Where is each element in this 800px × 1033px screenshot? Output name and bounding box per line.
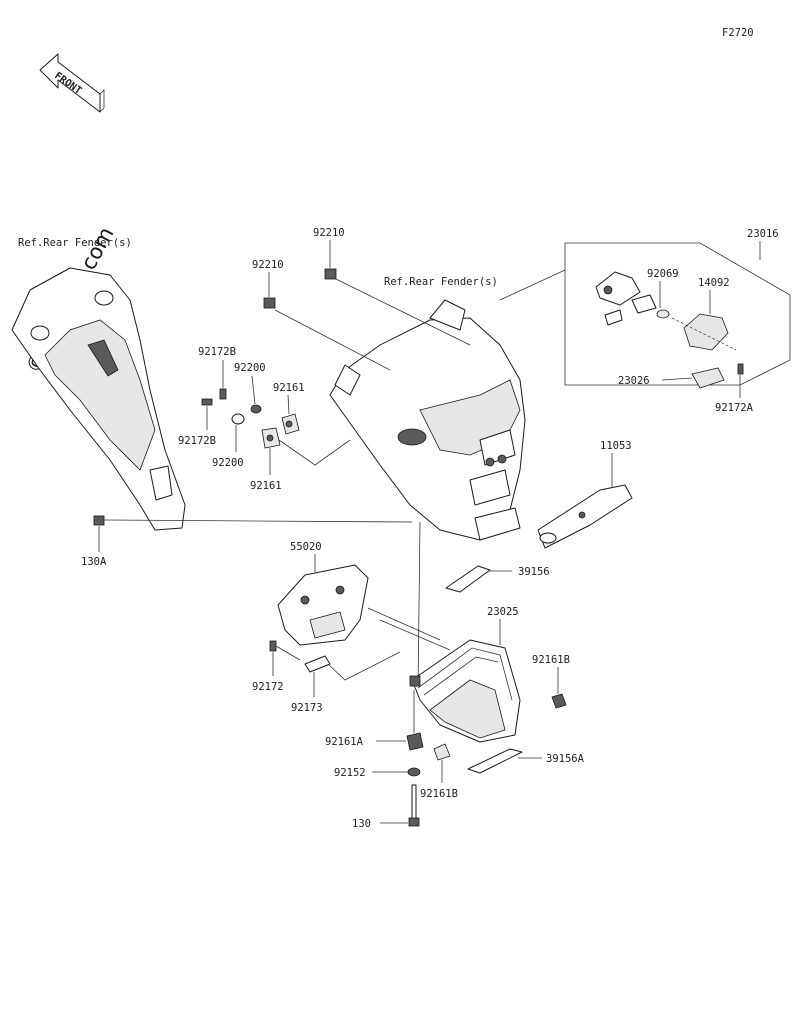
label-23016: 23016 xyxy=(747,228,779,240)
grommet-92161-lower xyxy=(261,427,351,466)
label-92172: 92172 xyxy=(252,681,284,693)
screw-92172 xyxy=(269,640,301,661)
label-92172b-upper: 92172B xyxy=(198,346,236,358)
bolt-130a xyxy=(93,515,413,552)
label-130: 130 xyxy=(352,818,371,830)
figure-code: F2720 xyxy=(722,27,754,39)
front-arrow-icon: FRONT xyxy=(39,53,105,113)
label-92210-lower: 92210 xyxy=(252,259,284,271)
label-92069: 92069 xyxy=(647,268,679,280)
label-92161b-right: 92161B xyxy=(532,654,570,666)
grommet-92161a xyxy=(406,732,424,751)
label-39156a: 39156A xyxy=(546,753,585,765)
label-11053: 11053 xyxy=(600,440,632,452)
label-92161-lower: 92161 xyxy=(250,480,282,492)
bulb-92069 xyxy=(631,294,670,319)
label-92152: 92152 xyxy=(334,767,366,779)
label-92200-lower: 92200 xyxy=(212,457,244,469)
pad-39156a xyxy=(467,748,542,774)
clip-92210-upper xyxy=(324,268,471,346)
grommet-92161-upper xyxy=(281,413,300,435)
washer-92200-upper xyxy=(250,404,262,414)
label-55020: 55020 xyxy=(290,541,322,553)
bracket-55020 xyxy=(277,564,369,646)
label-92172a: 92172A xyxy=(715,402,754,414)
ref-rear-fender-left: Ref.Rear Fender(s) xyxy=(18,237,132,249)
pad-39156 xyxy=(445,565,512,593)
washer-92200-lower xyxy=(231,413,245,425)
label-23026: 23026 xyxy=(618,375,650,387)
collar-92152 xyxy=(407,767,421,777)
license-bracket-11053 xyxy=(537,484,633,549)
label-92161-upper: 92161 xyxy=(273,382,305,394)
grommet-92161b-lower xyxy=(433,743,451,761)
gasket-23026 xyxy=(691,367,725,389)
bolt-130 xyxy=(408,784,420,827)
turn-signal-assembly-box xyxy=(564,242,791,386)
grommet-92161b-right xyxy=(551,693,567,709)
ref-rear-fender-center: Ref.Rear Fender(s) xyxy=(384,276,498,288)
label-39156: 39156 xyxy=(518,566,550,578)
lens-14092 xyxy=(671,313,737,351)
clip-92173 xyxy=(304,651,401,681)
label-14092: 14092 xyxy=(698,277,730,289)
screw-92172b-lower xyxy=(201,398,213,406)
clip-92210-lower xyxy=(263,297,391,371)
label-92161a: 92161A xyxy=(325,736,364,748)
label-130a: 130A xyxy=(81,556,107,568)
label-92161b-lower: 92161B xyxy=(420,788,458,800)
screw-92172b-upper xyxy=(219,388,227,400)
tail-light-23025 xyxy=(409,639,521,743)
label-92210-upper: 92210 xyxy=(313,227,345,239)
label-92172b-lower: 92172B xyxy=(178,435,216,447)
rear-fender-housing xyxy=(329,299,526,541)
label-23025: 23025 xyxy=(487,606,519,618)
label-92200-upper: 92200 xyxy=(234,362,266,374)
rear-fender-panel xyxy=(11,267,186,531)
screw-92172a xyxy=(737,363,744,375)
turn-signal-socket xyxy=(595,271,641,326)
label-92173: 92173 xyxy=(291,702,323,714)
